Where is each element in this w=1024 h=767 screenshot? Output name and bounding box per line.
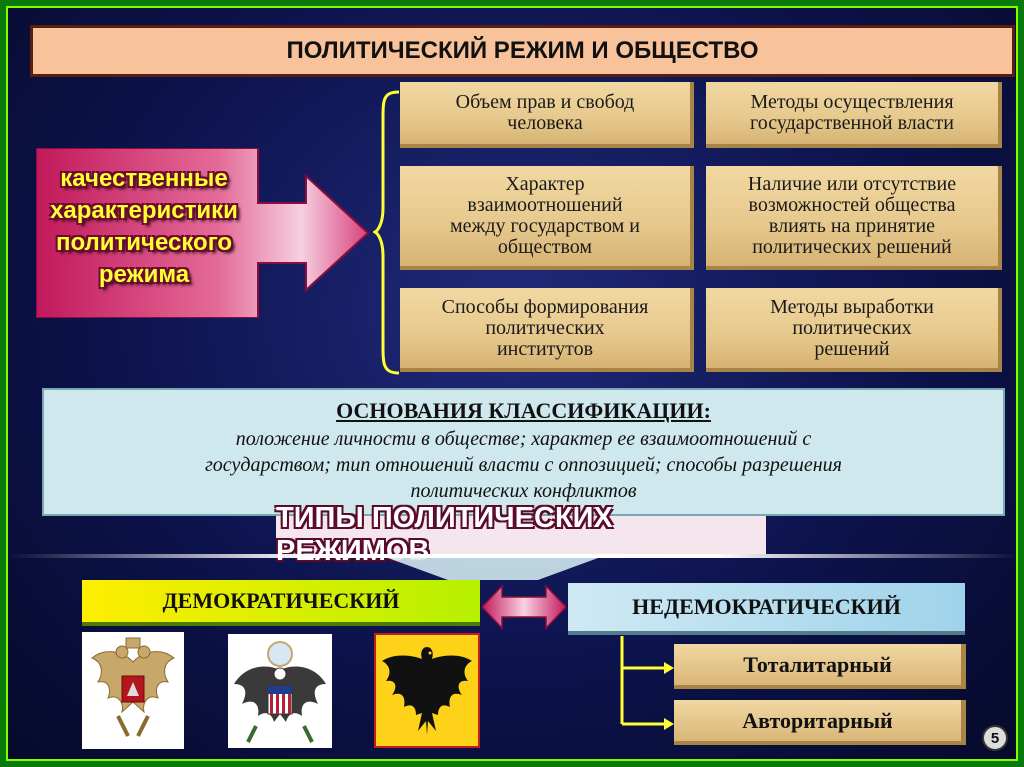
germany-eagle-icon bbox=[374, 633, 480, 748]
classification-panel: ОСНОВАНИЯ КЛАССИФИКАЦИИ: положение лично… bbox=[42, 388, 1005, 516]
slide-frame: ПОЛИТИЧЕСКИЙ РЕЖИМ И ОБЩЕСТВО качественн… bbox=[6, 6, 1018, 761]
authoritarian-label: Авторитарный bbox=[674, 700, 966, 745]
page-number: 5 bbox=[982, 725, 1008, 751]
qualitative-characteristics-label: качественные характеристики политическог… bbox=[44, 163, 244, 291]
double-arrow-icon bbox=[482, 584, 566, 630]
usa-great-seal-icon bbox=[228, 634, 332, 748]
totalitarian-label: Тоталитарный bbox=[674, 644, 966, 689]
brace-icon bbox=[373, 90, 403, 375]
russia-coat-of-arms-icon bbox=[82, 632, 184, 749]
regime-types-heading: ТИПЫ ПОЛИТИЧЕСКИХ РЕЖИМОВ bbox=[276, 516, 766, 554]
classification-heading: ОСНОВАНИЯ КЛАССИФИКАЦИИ: bbox=[44, 398, 1003, 424]
classification-text: положение личности в обществе; характер … bbox=[104, 426, 943, 504]
funnel-shape bbox=[388, 558, 598, 582]
tree-connector bbox=[608, 636, 674, 732]
nondemocratic-label: НЕДЕМОКРАТИЧЕСКИЙ bbox=[568, 583, 965, 635]
slide-title: ПОЛИТИЧЕСКИЙ РЕЖИМ И ОБЩЕСТВО bbox=[30, 25, 1015, 77]
democratic-label: ДЕМОКРАТИЧЕСКИЙ bbox=[82, 580, 480, 626]
